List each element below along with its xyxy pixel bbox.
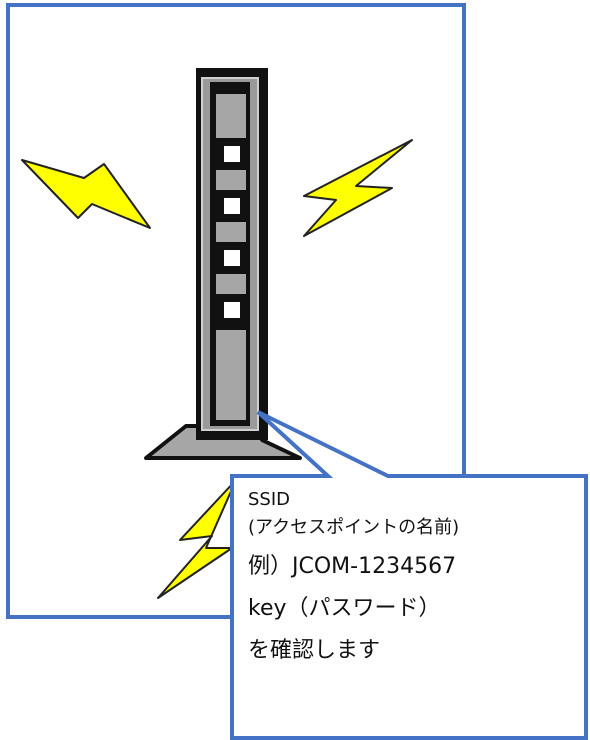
callout-box xyxy=(230,410,588,740)
callout-text: SSID (アクセスポイントの名前) 例）JCOM-1234567 key（パス… xyxy=(248,486,578,668)
lightning-icon-left xyxy=(21,159,151,229)
lightning-icon-right xyxy=(303,139,413,237)
lightning-icon-bottom xyxy=(157,479,237,599)
callout-line-ssid: SSID xyxy=(248,489,291,510)
callout-line-confirm: を確認します xyxy=(248,638,381,663)
callout-line-key: key（パスワード） xyxy=(248,596,441,621)
callout-line-example: 例）JCOM-1234567 xyxy=(248,554,457,579)
callout-line-ssid-desc: (アクセスポイントの名前) xyxy=(248,517,460,538)
router-icon xyxy=(196,68,268,440)
